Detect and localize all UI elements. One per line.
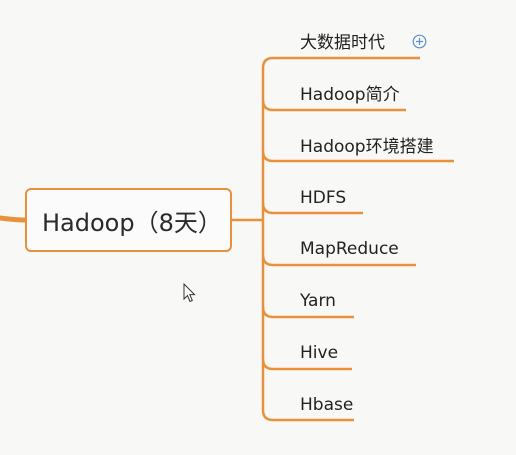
branch-label: Hadoop简介 xyxy=(300,85,400,105)
plus-circle-icon[interactable] xyxy=(412,34,427,49)
branch-node-yarn[interactable]: Yarn xyxy=(300,291,336,311)
branch-node-hive[interactable]: Hive xyxy=(300,343,338,363)
branch-label: 大数据时代 xyxy=(300,33,385,53)
branch-node-mapreduce[interactable]: MapReduce xyxy=(300,239,399,259)
branch-underline xyxy=(261,358,352,371)
parent-connector xyxy=(0,215,28,223)
branch-label: Hadoop环境搭建 xyxy=(300,137,434,157)
branch-lines xyxy=(261,56,454,422)
branch-underline xyxy=(261,202,363,215)
branch-label: MapReduce xyxy=(300,239,399,259)
trunk-connector xyxy=(261,56,274,422)
branch-underline xyxy=(261,254,416,267)
branch-label: Hive xyxy=(300,343,339,363)
branch-node-hadoop-setup[interactable]: Hadoop环境搭建 xyxy=(300,137,434,157)
branch-node-big-data-era[interactable]: 大数据时代 xyxy=(300,33,385,53)
branch-underline xyxy=(261,150,454,163)
branch-node-hbase[interactable]: Hbase xyxy=(300,395,353,415)
branch-node-hadoop-intro[interactable]: Hadoop简介 xyxy=(300,85,400,105)
branch-node-hdfs[interactable]: HDFS xyxy=(300,188,346,208)
mouse-pointer-icon xyxy=(183,283,196,303)
branch-label: Hbase xyxy=(300,395,354,415)
branch-underline xyxy=(261,306,354,319)
branch-label: Yarn xyxy=(300,291,336,311)
root-node-label: Hadoop（8天） xyxy=(42,208,222,237)
branch-underline xyxy=(261,99,406,112)
branch-label: HDFS xyxy=(300,188,347,208)
root-node[interactable]: Hadoop（8天） xyxy=(25,188,232,252)
